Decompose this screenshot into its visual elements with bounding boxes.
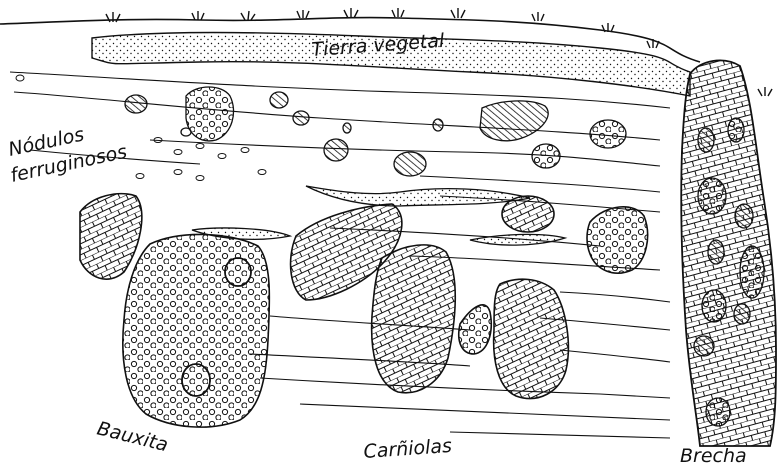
breccia-column <box>681 60 776 446</box>
label-breccia: Brecha <box>680 445 747 467</box>
bauxite-body <box>123 234 270 427</box>
label-carniolas: Carñiolas <box>363 435 453 463</box>
label-bauxite: Bauxita <box>95 418 171 457</box>
